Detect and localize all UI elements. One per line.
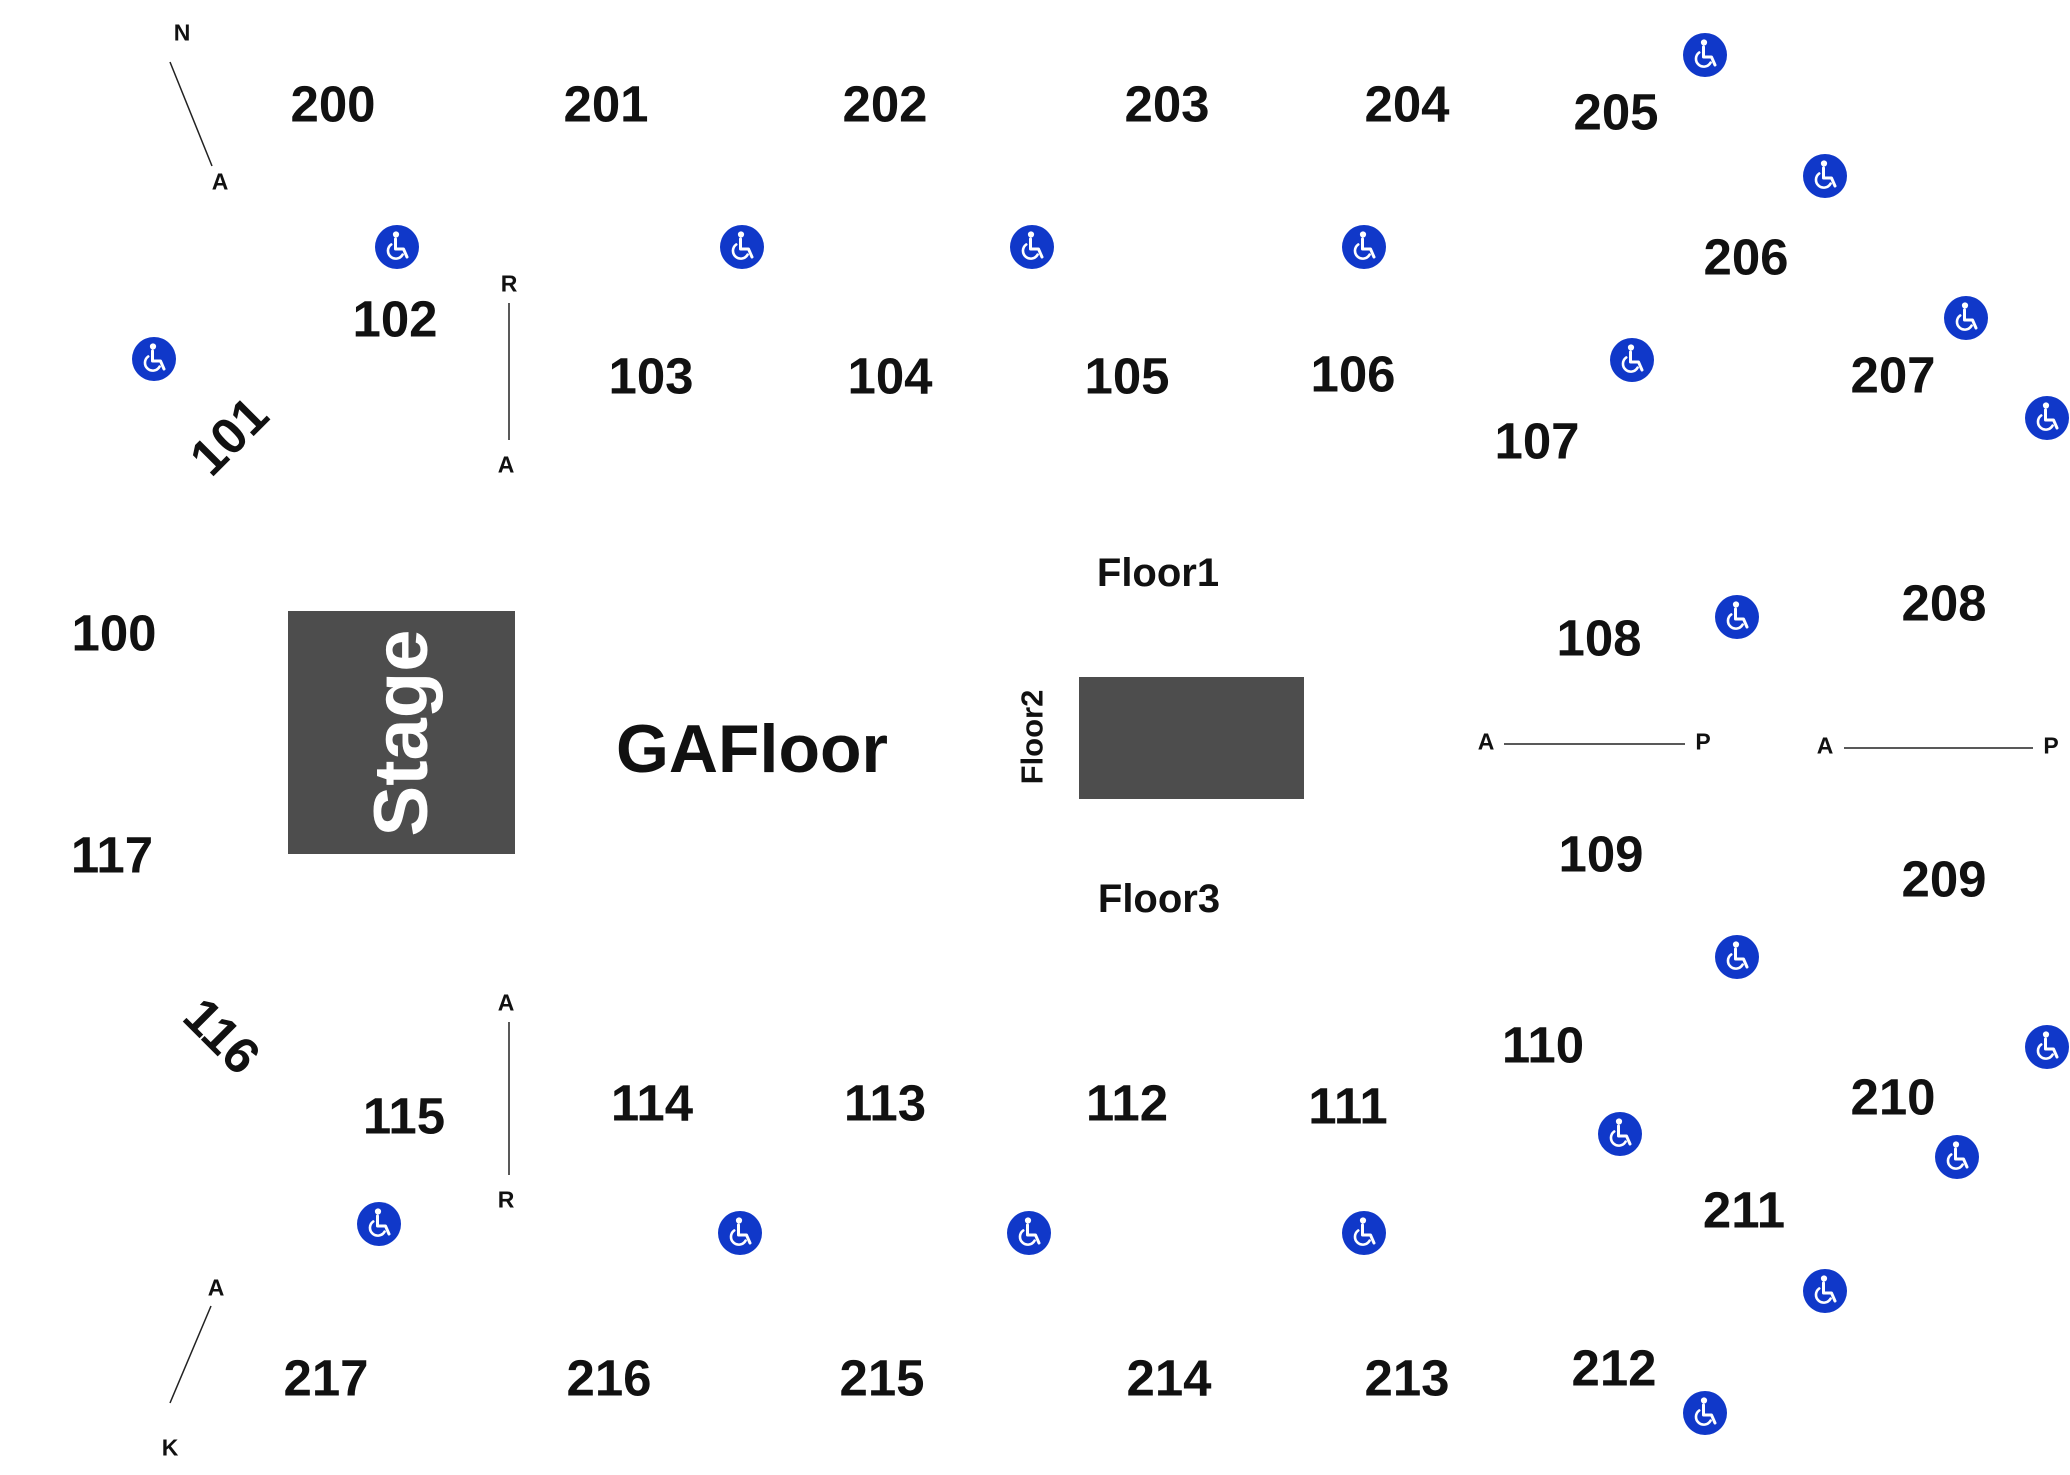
wheelchair-accessible-icon[interactable]	[1802, 153, 1848, 199]
section-206[interactable]: 206	[1703, 228, 1789, 286]
wheelchair-accessible-icon[interactable]	[1006, 1210, 1052, 1256]
section-floor1[interactable]: Floor1	[1096, 551, 1220, 595]
section-213[interactable]: 213	[1364, 1349, 1450, 1407]
section-111[interactable]: 111	[1308, 1077, 1388, 1135]
wheelchair-accessible-icon[interactable]	[1714, 934, 1760, 980]
section-floor2-area[interactable]	[1079, 677, 1304, 799]
section-207[interactable]: 207	[1850, 346, 1936, 404]
wheelchair-accessible-icon[interactable]	[717, 1210, 763, 1256]
row-label-r: R	[497, 1186, 515, 1213]
section-205[interactable]: 205	[1573, 83, 1659, 141]
section-117[interactable]: 117	[70, 826, 154, 884]
section-115[interactable]: 115	[362, 1087, 446, 1145]
row-label-p: P	[1695, 728, 1711, 755]
section-215[interactable]: 215	[839, 1349, 925, 1407]
wheelchair-accessible-icon[interactable]	[1009, 224, 1055, 270]
section-209[interactable]: 209	[1901, 850, 1987, 908]
section-204[interactable]: 204	[1364, 75, 1450, 133]
row-label-a: A	[207, 1274, 225, 1301]
section-floor3[interactable]: Floor3	[1097, 877, 1221, 921]
wheelchair-accessible-icon[interactable]	[719, 224, 765, 270]
wheelchair-accessible-icon[interactable]	[1341, 224, 1387, 270]
section-216[interactable]: 216	[566, 1349, 652, 1407]
section-203[interactable]: 203	[1124, 75, 1210, 133]
section-107[interactable]: 107	[1494, 412, 1580, 470]
section-103[interactable]: 103	[608, 347, 694, 405]
row-label-a: A	[497, 989, 515, 1016]
wheelchair-accessible-icon[interactable]	[131, 336, 177, 382]
wheelchair-accessible-icon[interactable]	[1934, 1134, 1980, 1180]
section-floor2[interactable]: Floor2	[1014, 689, 1050, 785]
stage-label: Stage	[358, 629, 444, 836]
section-202[interactable]: 202	[842, 75, 928, 133]
section-109[interactable]: 109	[1558, 825, 1644, 883]
row-label-r: R	[500, 270, 518, 297]
wheelchair-accessible-icon[interactable]	[2024, 395, 2070, 441]
stage: Stage	[288, 611, 515, 854]
section-217[interactable]: 217	[283, 1349, 369, 1407]
wheelchair-accessible-icon[interactable]	[1609, 337, 1655, 383]
section-114[interactable]: 114	[610, 1074, 694, 1132]
section-208[interactable]: 208	[1901, 574, 1987, 632]
row-label-p: P	[2043, 732, 2059, 759]
row-label-a: A	[497, 451, 515, 478]
row-label-k: K	[161, 1434, 179, 1461]
section-112[interactable]: 112	[1085, 1074, 1169, 1132]
wheelchair-accessible-icon[interactable]	[1943, 295, 1989, 341]
wheelchair-accessible-icon[interactable]	[356, 1201, 402, 1247]
wheelchair-accessible-icon[interactable]	[2024, 1024, 2070, 1070]
wheelchair-accessible-icon[interactable]	[1802, 1268, 1848, 1314]
wheelchair-accessible-icon[interactable]	[374, 224, 420, 270]
row-label-n: N	[173, 19, 191, 46]
section-113[interactable]: 113	[843, 1074, 927, 1132]
section-102[interactable]: 102	[352, 290, 438, 348]
section-104[interactable]: 104	[847, 347, 933, 405]
section-211[interactable]: 211	[1702, 1181, 1786, 1239]
wheelchair-accessible-icon[interactable]	[1682, 1390, 1728, 1436]
wheelchair-accessible-icon[interactable]	[1714, 594, 1760, 640]
section-200[interactable]: 200	[290, 75, 376, 133]
wheelchair-accessible-icon[interactable]	[1597, 1111, 1643, 1157]
section-ga-floor[interactable]: GAFloor	[616, 711, 888, 787]
section-110[interactable]: 110	[1501, 1016, 1585, 1074]
section-108[interactable]: 108	[1556, 609, 1642, 667]
section-201[interactable]: 201	[563, 75, 649, 133]
wheelchair-accessible-icon[interactable]	[1682, 32, 1728, 78]
section-214[interactable]: 214	[1126, 1349, 1212, 1407]
section-105[interactable]: 105	[1084, 347, 1170, 405]
section-106[interactable]: 106	[1310, 345, 1396, 403]
row-label-a: A	[211, 168, 229, 195]
section-100[interactable]: 100	[71, 604, 157, 662]
row-label-a: A	[1816, 732, 1834, 759]
section-210[interactable]: 210	[1850, 1068, 1936, 1126]
wheelchair-accessible-icon[interactable]	[1341, 1210, 1387, 1256]
section-212[interactable]: 212	[1571, 1339, 1657, 1397]
row-label-a: A	[1477, 728, 1495, 755]
